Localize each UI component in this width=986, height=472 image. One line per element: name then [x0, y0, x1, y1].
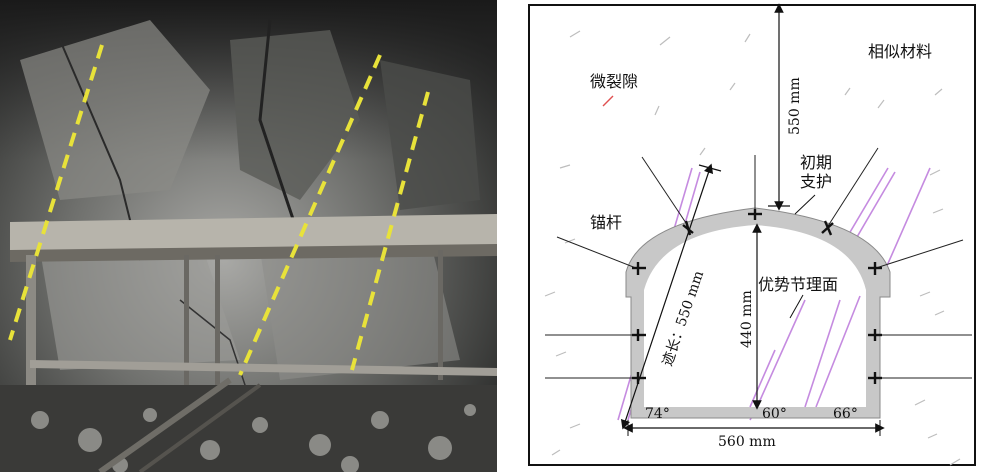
- angle-right-label: 66°: [833, 406, 858, 422]
- initial-support-label-2: 支护: [800, 172, 832, 191]
- support-post: [215, 255, 220, 385]
- similar-material-label: 相似材料: [868, 42, 932, 61]
- tunnel-height-label: 440 mm: [739, 290, 755, 348]
- micro-fracture-highlight: [602, 95, 614, 107]
- rock-crack: [258, 19, 302, 241]
- support-rail: [30, 360, 497, 376]
- anchor-label: 锚杆: [590, 213, 622, 232]
- micro-fracture-label: 微裂隙: [590, 72, 638, 91]
- joint-trace-line: [8, 44, 104, 341]
- leader-initial-support: [794, 194, 816, 215]
- support-beam-shadow: [10, 244, 497, 262]
- dimension-tick: [698, 164, 722, 172]
- micro-fracture-marks: [544, 30, 961, 466]
- support-post: [184, 255, 189, 385]
- strut: [138, 383, 262, 472]
- support-post: [438, 250, 443, 380]
- strut: [98, 377, 232, 472]
- angle-mid-label: 60°: [762, 406, 787, 422]
- tunnel-model-diagram: 550 mm 440 mm 560 mm 迹长：550 mm 相似材料 微裂隙 …: [528, 3, 976, 466]
- leader-dominant-joint: [789, 294, 804, 319]
- rubble-ground: [0, 385, 497, 472]
- trace-length-dimension: [620, 163, 714, 430]
- rock-crack: [179, 299, 251, 401]
- tunnel-field-photo: [0, 0, 497, 472]
- joint-trace-line: [238, 54, 382, 376]
- rock-block: [230, 30, 360, 200]
- tunnel-width-label: 560 mm: [718, 434, 776, 450]
- overburden-height-label: 550 mm: [787, 77, 803, 135]
- rock-block: [380, 60, 480, 210]
- joint-trace-line: [350, 91, 430, 371]
- rock-block: [40, 240, 240, 370]
- rock-block: [260, 240, 460, 380]
- dominant-joint-label: 优势节理面: [758, 275, 838, 294]
- rubble-stones: [31, 404, 476, 472]
- angle-left-label: 74°: [645, 406, 670, 422]
- initial-support-label: 初期: [800, 153, 832, 172]
